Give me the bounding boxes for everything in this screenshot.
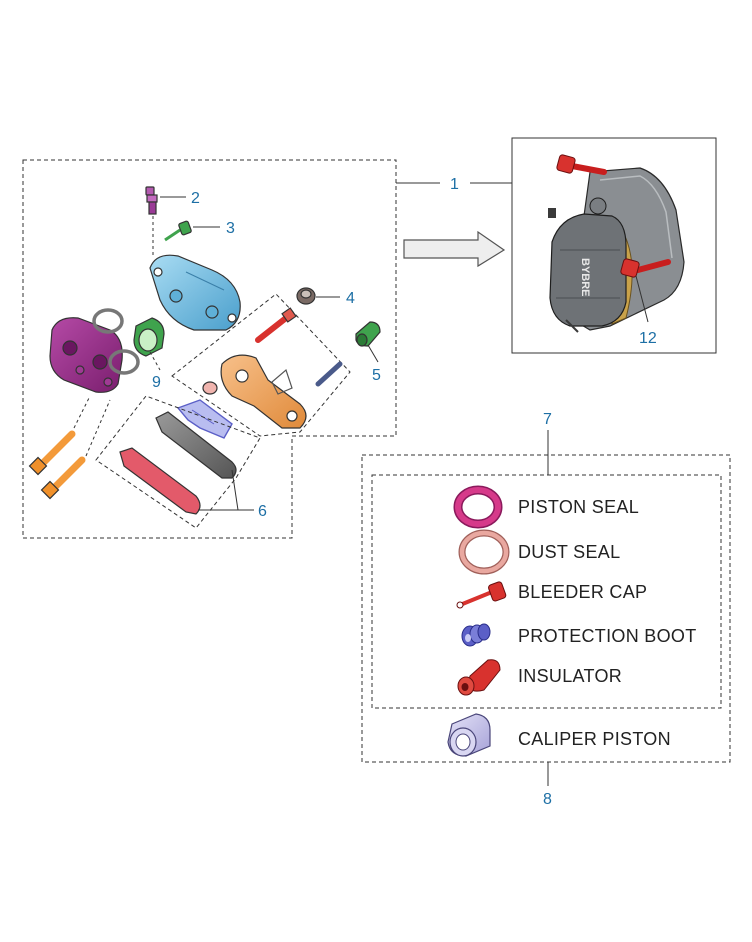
- pads-group-boundary: [95, 395, 261, 529]
- callout-1: 1: [450, 176, 459, 193]
- brake-pad-front: [119, 447, 201, 515]
- caliper-outer-half: [49, 317, 123, 393]
- callout-5: 5: [372, 367, 381, 384]
- kit-outer-boundary: [361, 454, 731, 763]
- legend-label-dust-seal: DUST SEAL: [518, 542, 620, 562]
- kit-inner-boundary: [371, 474, 722, 709]
- pin-boot: [355, 321, 381, 347]
- pad-spring-small: [271, 368, 293, 395]
- assembled-caliper-image: BYBRE: [548, 154, 685, 333]
- bracket-group-boundary: [171, 293, 351, 437]
- legend-label-piston-seal: PISTON SEAL: [518, 497, 639, 517]
- caliper-bolt-lower: [40, 456, 86, 500]
- pin-washer: [202, 381, 218, 395]
- slide-pin-lower: [315, 361, 343, 387]
- callout-6-leader: [198, 469, 254, 511]
- legend-label-bleeder-cap: BLEEDER CAP: [518, 582, 647, 602]
- bleeder-valve: [145, 186, 158, 215]
- piston-seal-icon: [453, 485, 503, 529]
- legend-label-insulator: INSULATOR: [518, 666, 622, 686]
- callout-3: 3: [226, 220, 235, 237]
- callout-7: 7: [543, 411, 552, 428]
- pin-boot-cap: [296, 287, 316, 305]
- bleeder-cap-icon: [456, 581, 507, 609]
- callout-9: 9: [152, 374, 161, 391]
- assembly-boundary: [22, 159, 397, 539]
- brake-pad-rear: [155, 411, 237, 479]
- piston-seal-ring-lower: [108, 349, 140, 375]
- caliper-piston-part: [133, 317, 165, 357]
- piston-axis: [149, 351, 161, 371]
- callout-4: 4: [346, 290, 355, 307]
- caliper-bracket: [220, 354, 307, 429]
- callout-12: 12: [639, 330, 657, 347]
- caliper-inner-half: [149, 254, 241, 331]
- caliper-piston-icon: [447, 713, 491, 757]
- protection-boot-icon: [461, 623, 491, 647]
- dust-seal-icon: [458, 529, 510, 575]
- assembly-arrow: [403, 230, 506, 268]
- callout-12-leader: [635, 275, 649, 323]
- bleeder-cap-part: [164, 220, 192, 242]
- callout-5-leader: [367, 344, 379, 363]
- callout-6: 6: [258, 503, 267, 520]
- caliper-brand-text: BYBRE: [579, 258, 591, 297]
- legend-label-protection-boot: PROTECTION BOOT: [518, 626, 697, 646]
- callout-2: 2: [191, 190, 200, 207]
- legend-label-caliper-piston: CALIPER PISTON: [518, 729, 671, 749]
- bolt-axis-upper: [73, 395, 91, 429]
- caliper-bolt-upper: [28, 430, 76, 476]
- callout-8: 8: [543, 791, 552, 808]
- slide-pin-upper: [255, 307, 297, 343]
- piston-seal-ring-upper: [92, 308, 124, 334]
- insulator-icon: [457, 659, 501, 696]
- bolt-axis-lower: [85, 399, 111, 457]
